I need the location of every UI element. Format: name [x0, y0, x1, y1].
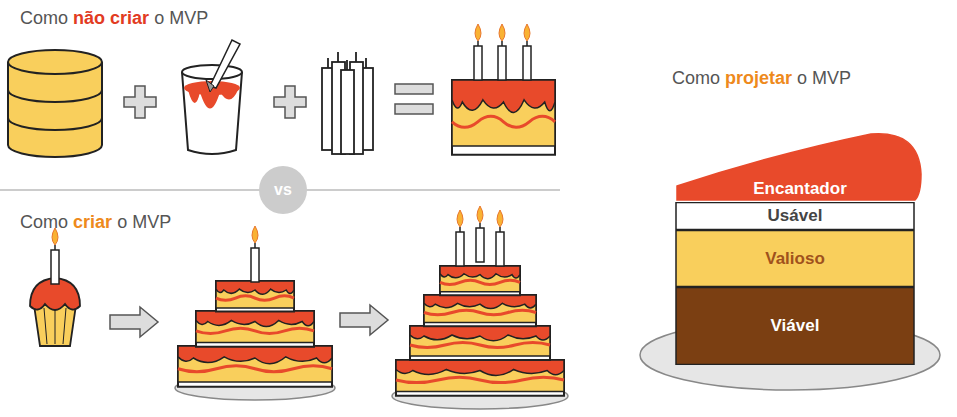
heading-part: criar	[73, 212, 112, 233]
layer-label: Valioso	[765, 249, 825, 269]
heading: Comoprojetaro MVP	[672, 68, 851, 89]
heading-part: o MVP	[154, 8, 208, 29]
heading: Comonão criaro MVP	[20, 8, 208, 29]
heading-part: o MVP	[797, 68, 851, 89]
usable-layer: Usável	[675, 202, 915, 230]
heading-part: o MVP	[117, 212, 171, 233]
heading-part: Como	[20, 212, 68, 233]
vs-label: vs	[274, 181, 292, 199]
layer-label: Usável	[768, 206, 823, 226]
heading-part: não criar	[73, 8, 149, 29]
layer-label: Encantador	[753, 179, 847, 199]
heading: Comocriaro MVP	[20, 212, 171, 233]
heading-part: projetar	[725, 68, 792, 89]
delight-layer: Encantador	[675, 130, 925, 202]
valuable-layer: Valioso	[675, 230, 915, 287]
heading-part: Como	[20, 8, 68, 29]
layer-label: Viável	[771, 316, 820, 336]
heading-part: Como	[672, 68, 720, 89]
viable-layer: Viável	[675, 287, 915, 365]
